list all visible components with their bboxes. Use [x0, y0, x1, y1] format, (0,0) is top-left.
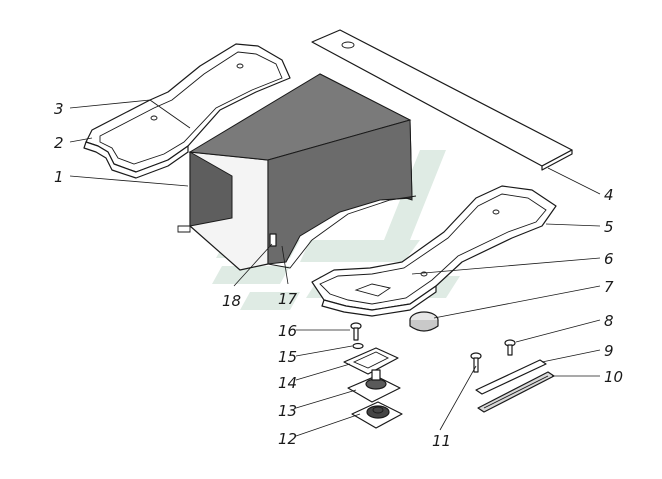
part-7-plug [409, 311, 439, 332]
part-15-washer [352, 342, 364, 350]
part-14-frame [343, 347, 399, 375]
callout-18: 18 [222, 292, 241, 310]
callout-8: 8 [604, 312, 614, 330]
callout-17: 17 [278, 290, 298, 308]
part-8-screw [504, 339, 516, 356]
callout-10: 10 [604, 368, 623, 386]
part-13-mount [347, 369, 401, 403]
callout-14: 14 [278, 374, 297, 392]
callout-4: 4 [604, 186, 614, 204]
part-2-gasket [83, 141, 189, 179]
part-18-fastener [269, 233, 277, 247]
part-6-gasket [321, 283, 437, 317]
callout-9: 9 [604, 342, 614, 360]
part-1-cover [177, 73, 417, 271]
part-4-strip [311, 29, 573, 171]
part-16-bolt [350, 322, 362, 341]
callout-12: 12 [278, 430, 297, 448]
callout-1: 1 [54, 168, 64, 186]
callout-2: 2 [54, 134, 64, 152]
callout-3: 3 [54, 100, 64, 118]
callout-13: 13 [278, 402, 297, 420]
callout-11: 11 [432, 432, 451, 450]
callout-6: 6 [604, 250, 614, 268]
leader-lines [69, 99, 601, 437]
callout-5: 5 [604, 218, 614, 236]
part-12-base [351, 401, 403, 429]
callout-15: 15 [278, 348, 297, 366]
callout-labels: 3 2 1 4 5 6 7 8 9 10 11 12 13 14 15 16 1… [54, 100, 623, 450]
callout-16: 16 [278, 322, 297, 340]
part-9-strip [475, 359, 547, 395]
callout-7: 7 [604, 278, 614, 296]
part-11-screw [470, 352, 482, 373]
